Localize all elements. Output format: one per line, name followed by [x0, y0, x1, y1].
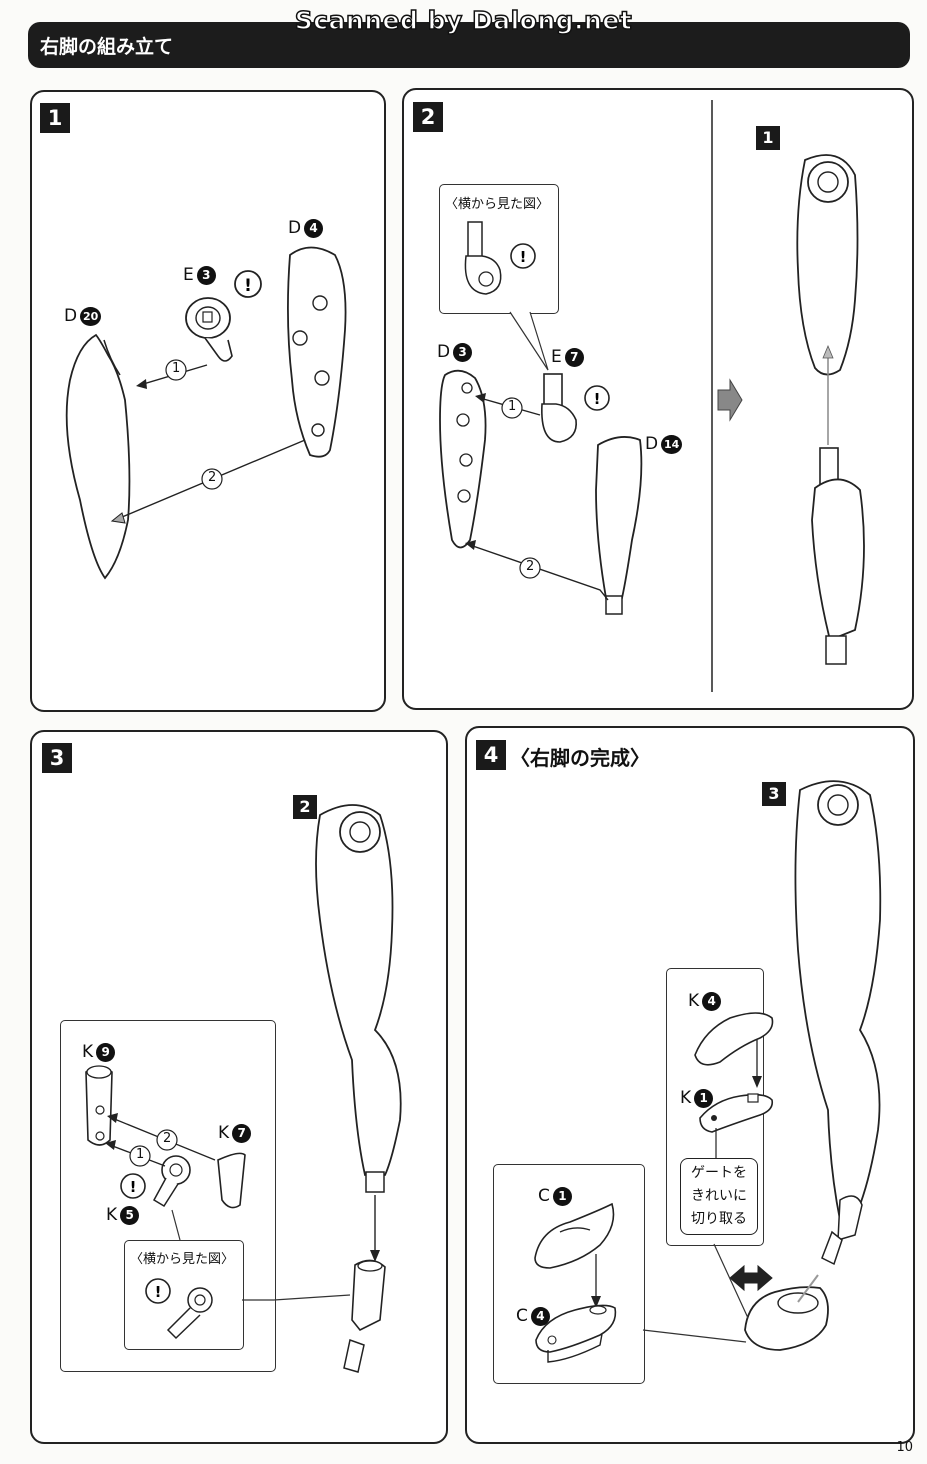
step-3-result-badge: 2: [293, 795, 317, 819]
step-1-number: 1: [40, 103, 70, 133]
step-1-arrow-2-label: 2: [208, 470, 217, 485]
step-2-number: 2: [413, 102, 443, 132]
svg-text:!: !: [520, 248, 527, 266]
gate-trim-note: ゲートを きれいに 切り取る: [680, 1158, 758, 1235]
step-4-title: 〈右脚の完成〉: [510, 746, 650, 770]
section-title: 右脚の組み立て: [40, 36, 174, 58]
watermark-text: Scanned by Dalong.net: [294, 5, 633, 36]
gate-trim-note-line-1: ゲートを: [691, 1165, 747, 1181]
svg-text:!: !: [130, 1178, 137, 1196]
step-2-arrow-1-label: 1: [508, 399, 517, 414]
svg-text:!: !: [594, 390, 601, 408]
step-3-arrow-1-label: 1: [136, 1147, 145, 1162]
step-3-number: 3: [42, 743, 72, 773]
step-2-result-badge: 1: [756, 126, 780, 150]
step-3-side-view-title: 〈横から見た図〉: [130, 1252, 235, 1267]
page-number: 10: [896, 1440, 913, 1455]
step-2-arrow-2-label: 2: [526, 559, 535, 574]
svg-text:!: !: [155, 1283, 162, 1301]
step-4-result-badge: 3: [762, 782, 786, 806]
svg-text:!: !: [244, 276, 252, 296]
gate-trim-note-line-3: 切り取る: [691, 1211, 747, 1227]
section-header: 右脚の組み立て: [28, 22, 910, 68]
step-4-number: 4: [476, 740, 506, 770]
step-2-side-view-inset: [439, 184, 559, 314]
step-2-side-view-title: 〈横から見た図〉: [445, 197, 550, 212]
step-1-arrow-1-label: 1: [172, 361, 181, 376]
step-3-arrow-2-label: 2: [163, 1131, 172, 1146]
gate-trim-note-line-2: きれいに: [691, 1188, 747, 1204]
step-3-side-view-inset: [124, 1240, 244, 1350]
